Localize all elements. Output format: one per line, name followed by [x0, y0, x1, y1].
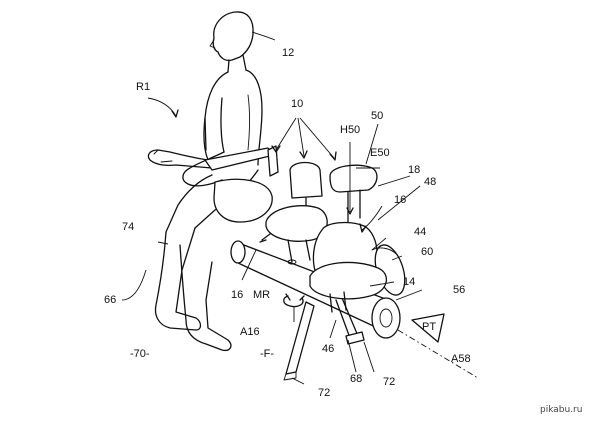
label-a58: A58 [451, 353, 471, 365]
reference-labels: 12 R1 10 H50 50 E50 18 48 16 44 60 14 56… [104, 47, 582, 415]
label-14: 14 [403, 276, 415, 288]
label-f: -F- [260, 348, 274, 360]
label-50: 50 [371, 110, 383, 122]
beam-right-end-cap [371, 297, 401, 339]
label-16-right: 16 [394, 194, 406, 206]
label-r1: R1 [136, 81, 150, 93]
seat-middle [265, 161, 328, 265]
label-46: 46 [322, 343, 334, 355]
label-74: 74 [122, 221, 134, 233]
label-60: 60 [421, 246, 433, 258]
label-66: 66 [104, 294, 116, 306]
label-48: 48 [424, 176, 436, 188]
label-68: 68 [350, 373, 362, 385]
label-72-left: 72 [318, 387, 330, 399]
leader-lines [121, 31, 445, 385]
support-beam [230, 240, 479, 379]
pt-marker [411, 313, 445, 343]
label-h50: H50 [340, 124, 360, 136]
label-10: 10 [291, 98, 303, 110]
beam-left-end [230, 240, 246, 264]
label-12: 12 [282, 47, 294, 59]
label-70: -70- [130, 348, 150, 360]
watermark: pikabu.ru [540, 405, 582, 415]
label-18: 18 [408, 164, 420, 176]
axis-a58-line [397, 329, 479, 379]
label-56: 56 [453, 284, 465, 296]
label-a16: A16 [240, 326, 260, 338]
label-pt: PT [422, 321, 436, 333]
label-44: 44 [414, 226, 426, 238]
seated-person-figure [147, 11, 279, 352]
label-72-right: 72 [383, 376, 395, 388]
label-mr: MR [253, 289, 270, 301]
label-e50: E50 [370, 147, 390, 159]
seat-right-main [309, 164, 406, 313]
front-leg-stand [283, 297, 365, 381]
label-16-left: 16 [231, 289, 243, 301]
rotation-arrow-mr [283, 293, 305, 322]
